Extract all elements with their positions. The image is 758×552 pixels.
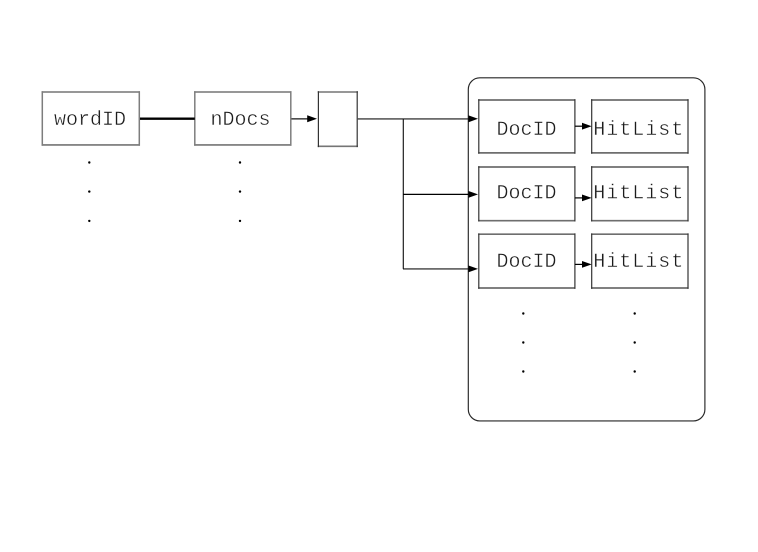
svg-text:HitList: HitList bbox=[593, 251, 684, 274]
svg-text:wordID: wordID bbox=[54, 109, 126, 132]
svg-text:HitList: HitList bbox=[593, 119, 684, 142]
svg-text:nDocs: nDocs bbox=[210, 109, 270, 132]
svg-text:DocID: DocID bbox=[496, 251, 556, 274]
svg-text:DocID: DocID bbox=[496, 183, 556, 206]
svg-text:HitList: HitList bbox=[593, 183, 684, 206]
svg-text:DocID: DocID bbox=[496, 119, 556, 142]
